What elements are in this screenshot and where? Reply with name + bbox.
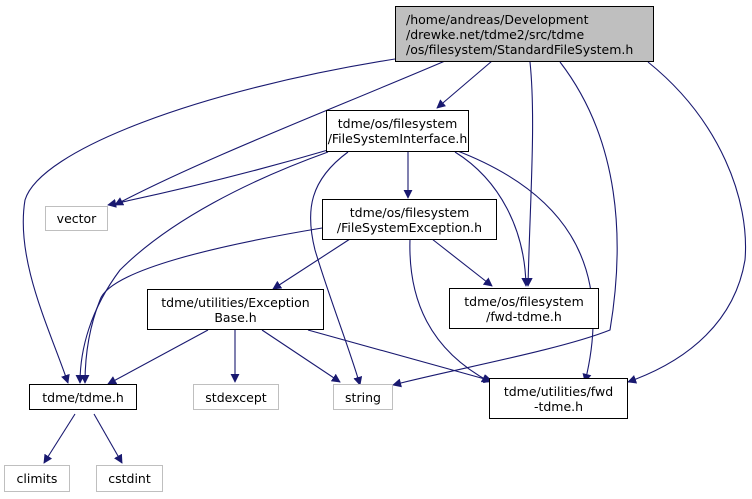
node-tdme-h[interactable]: tdme/tdme.h [29,384,137,410]
edge-fsi-string [309,151,363,386]
node-label-line: cstdint [108,471,151,486]
edge-tdmeh-cstdint [93,413,123,464]
edge-root-fsfwd [523,61,534,287]
node-label-line: climits [16,471,58,486]
node-vector: vector [45,206,108,231]
node-climits: climits [4,465,70,492]
edge-root-string [392,61,618,388]
node-label-line: tdme/utilities/fwd [503,383,614,399]
node-label-line: tdme/os/filesystem [464,293,584,309]
node-label-line: /os/filesystem/StandardFileSystem.h [406,41,634,57]
edge-fsi-vector [107,149,329,208]
node-stdexcept: stdexcept [193,384,279,410]
edge-exbase-utilfwd [307,329,493,384]
node-label-line: Base.h [214,309,257,325]
node-label-line: /fwd-tdme.h [486,308,562,324]
node-cstdint: cstdint [96,465,163,492]
node-label-line: tdme/utilities/Exception [161,294,310,310]
node-label-line: /home/andreas/Development [406,11,589,27]
node-label-line: /FileSystemException.h [336,219,483,235]
edge-fse-utilfwd [409,238,491,383]
edge-fsi-utilfwd [454,149,594,383]
node-filesysteminterface-h[interactable]: tdme/os/filesystem /FileSystemInterface.… [326,110,469,152]
edge-root-vector [114,60,446,206]
node-label-line: tdme/os/filesystem [349,204,470,220]
node-utilities-fwd-tdme-h[interactable]: tdme/utilities/fwd -tdme.h [489,378,628,419]
node-label-line: -tdme.h [533,398,584,414]
edge-exbase-string [261,329,341,383]
node-filesystem-fwd-tdme-h[interactable]: tdme/os/filesystem /fwd-tdme.h [449,288,599,329]
edge-root-tdmeh [22,58,396,384]
edge-fse-fsfwd [431,238,493,287]
edge-fsi-tdmeh [75,151,329,384]
node-label-line: tdme/os/filesystem [337,116,458,131]
node-label-line: /FileSystemInterface.h [327,131,468,146]
node-label-line: /drewke.net/tdme2/src/tdme [406,26,585,42]
node-label-line: vector [56,211,97,226]
edge-fse-tdmeh [80,227,323,384]
node-label-line: tdme/tdme.h [42,389,124,405]
edge-exbase-tdmeh [107,329,209,385]
node-filesystemexception-h[interactable]: tdme/os/filesystem /FileSystemException.… [322,199,497,240]
node-exceptionbase-h[interactable]: tdme/utilities/Exception Base.h [147,289,324,330]
edge-root-utilfwd [627,61,747,384]
edge-fse-exbase [272,238,351,290]
edge-root-fsi [436,60,493,109]
edge-tdmeh-climits [43,413,76,464]
node-string: string [333,384,393,410]
edge-fsi-fsfwd [454,151,531,287]
node-standardfilesystem-h[interactable]: /home/andreas/Development /drewke.net/td… [395,6,654,62]
node-label-line: stdexcept [205,389,267,405]
node-label-line: string [345,389,381,405]
